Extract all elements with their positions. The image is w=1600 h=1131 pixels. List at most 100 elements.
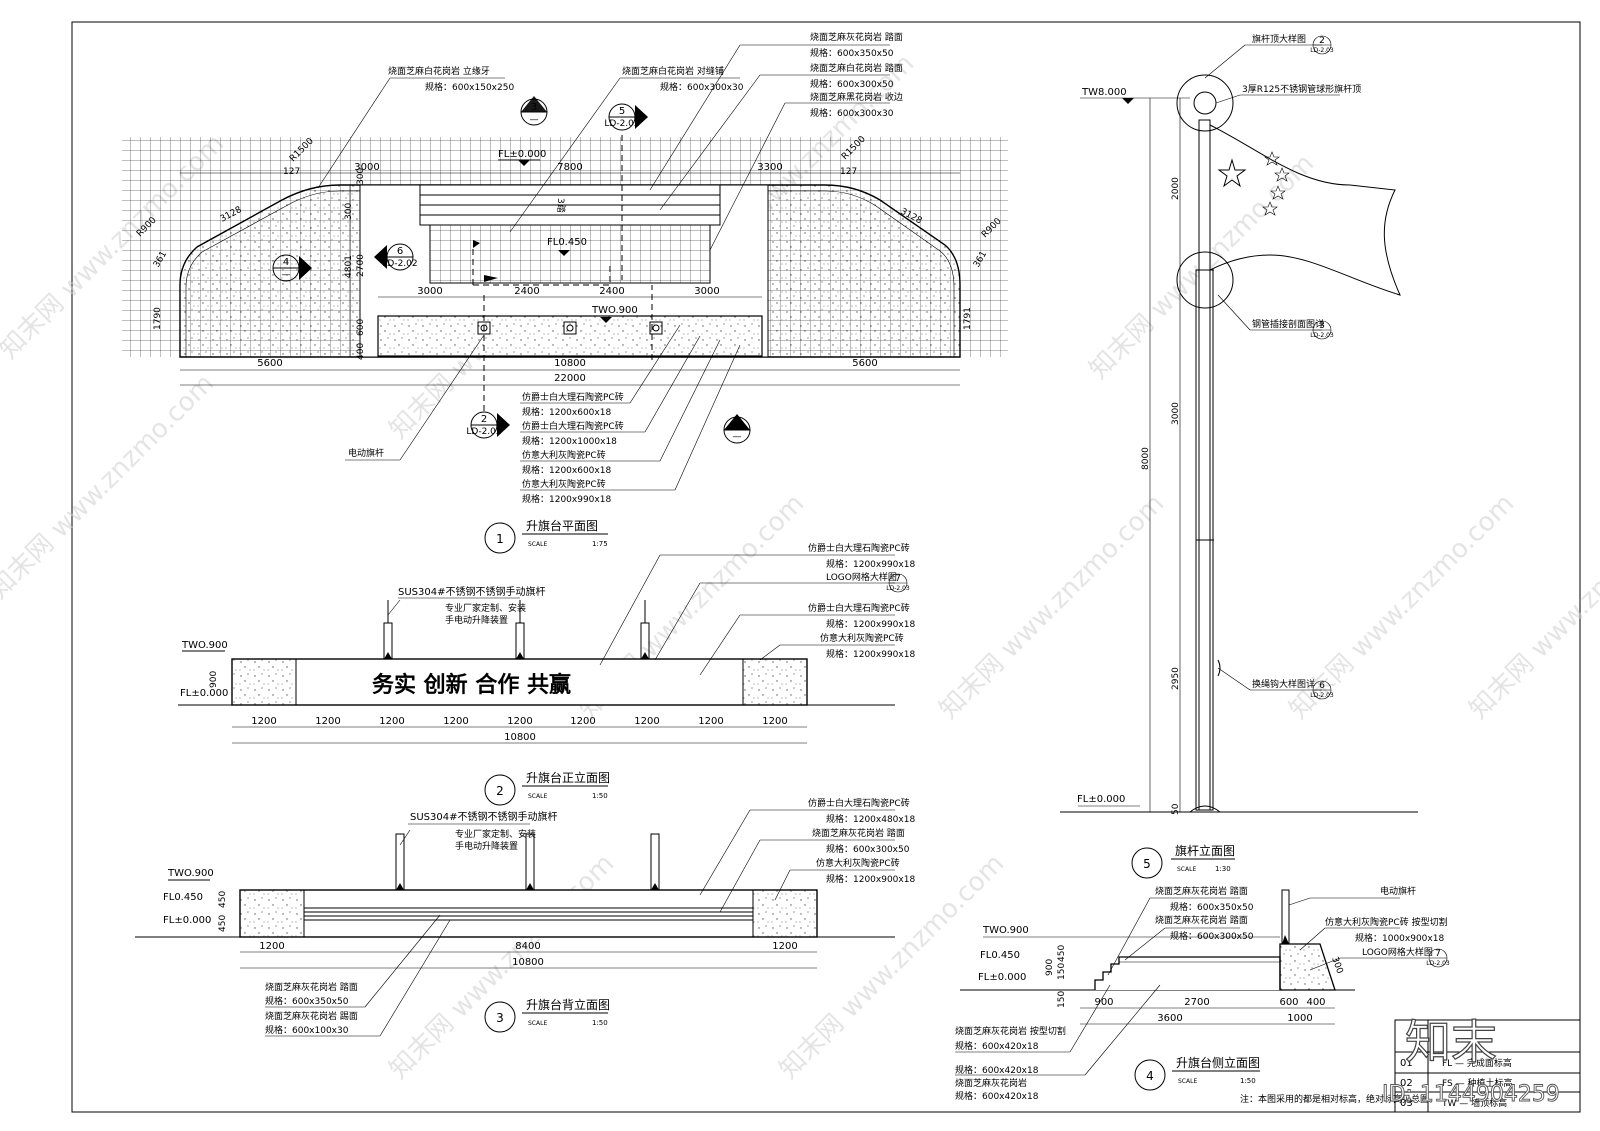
watermark: 知末网 www.znzmo.com [384, 849, 620, 1085]
dim-text: 3踏 [555, 198, 567, 213]
svg-text:—: — [530, 115, 539, 125]
dim-text: 450 [218, 891, 228, 908]
svg-text:LD-2.02: LD-2.02 [604, 119, 639, 129]
drawing-title: 旗杆立面图 [1175, 843, 1235, 858]
dim-text: 2700 [1184, 997, 1209, 1008]
pole-note: SUS304#不锈钢不锈钢手动旗杆 [398, 585, 545, 598]
dim-text: 1200 [251, 716, 276, 727]
dim-text: 2400 [599, 286, 624, 297]
svg-text:LD-2.03: LD-2.03 [1310, 47, 1334, 54]
svg-text:1: 1 [496, 532, 504, 546]
flagpole-shaft [1198, 119, 1211, 811]
dim-text: 1200 [698, 716, 723, 727]
callout: 烧面芝麻灰花岗岩 踏面 [1155, 914, 1248, 926]
dim-text: 3600 [1157, 1013, 1182, 1024]
svg-text:4: 4 [283, 257, 289, 268]
back-elevation: TWO.900 FL0.450 FL±0.000 450 450 1200 84… [135, 797, 915, 1037]
legend-no: 03 [1400, 1098, 1413, 1109]
svg-text:SCALE: SCALE [1177, 866, 1196, 873]
dim-text: 1200 [762, 716, 787, 727]
callout: 仿意大利灰陶瓷PC砖 [820, 632, 904, 644]
callout: 烧面芝麻白花岗岩 立缘牙 [388, 65, 490, 77]
dim-text: 1000 [1287, 1013, 1312, 1024]
brand-id: ID: 1144904259 [1382, 1082, 1560, 1107]
callout: LOGO网格大样图 [826, 571, 897, 583]
svg-text:1:30: 1:30 [1215, 865, 1231, 873]
callout: 仿爵士白大理石陶瓷PC砖 [522, 391, 624, 403]
svg-text:1:50: 1:50 [592, 792, 608, 800]
dim-text: 450 [218, 915, 228, 932]
dim-text: 900 [1045, 959, 1055, 976]
dim-text: 3000 [354, 162, 379, 173]
dim-text: 8400 [515, 941, 540, 952]
callout: 仿意大利灰陶瓷PC砖 按型切割 [1325, 916, 1448, 928]
flagpole-base [652, 324, 660, 332]
flagpole [650, 833, 660, 891]
elev-fl0: FL±0.000 [1077, 794, 1125, 805]
drawing-number [484, 1001, 516, 1033]
callout: 烧面芝麻灰花岗岩 按型切割 [955, 1025, 1066, 1037]
svg-text:1:50: 1:50 [1240, 1077, 1256, 1085]
dim-text: 2400 [514, 286, 539, 297]
dim-text: 1200 [570, 716, 595, 727]
svg-text:SCALE: SCALE [528, 1020, 547, 1027]
dim-text: 1200 [379, 716, 404, 727]
callout: 规格：600x300x30 [810, 107, 894, 119]
svg-text:—: — [733, 432, 742, 442]
callout: 旗杆顶大样图 [1252, 33, 1306, 45]
callout: 烧面芝麻灰花岗岩 踏面 [1155, 885, 1248, 897]
elev-two900: TWO.900 [181, 640, 228, 651]
legend-no: 02 [1400, 1078, 1413, 1089]
note: 手电动升降装置 [445, 614, 508, 626]
callout: 烧面芝麻灰花岗岩 踏面 [810, 31, 903, 43]
dim-text: 1791 [963, 307, 973, 330]
elev-two900: TWO.900 [982, 925, 1029, 936]
flagpole-elevation: TW8.000 FL±0.000 2000 3000 2950 50 8000 … [1060, 33, 1418, 879]
callout: 规格：600x300x50 [1170, 930, 1254, 942]
note: 手电动升降装置 [455, 840, 518, 852]
section-marker: 2 LD-2.02 [466, 411, 510, 439]
callout: 规格：1200x990x18 [826, 648, 915, 660]
brand-logo: 知末 [1405, 1015, 1497, 1069]
drawing-title: 升旗台平面图 [526, 518, 598, 533]
callout: 规格：600x420x18 [955, 1040, 1039, 1052]
drawing-title: 升旗台侧立面图 [1176, 1055, 1260, 1070]
slogan: 务实 创新 合作 共赢 [372, 672, 571, 698]
svg-text:1:75: 1:75 [592, 540, 608, 548]
callout: 规格：600x300x50 [810, 78, 894, 90]
svg-text:4: 4 [1146, 1069, 1154, 1083]
callout: 仿意大利灰陶瓷PC砖 [816, 857, 900, 869]
callout: 规格：600x100x30 [265, 1024, 349, 1036]
section-marker: 4 — [272, 254, 312, 282]
legend-no: 01 [1400, 1058, 1413, 1069]
callout: 规格：600x350x50 [810, 47, 894, 59]
watermark: 知末网 www.znzmo.com [934, 489, 1170, 725]
callout: 仿爵士白大理石陶瓷PC砖 [808, 797, 910, 809]
dim-text: 8000 [1141, 447, 1151, 470]
callout: 钢管插接剖面图详 [1252, 318, 1324, 330]
star-icon [1274, 167, 1290, 182]
dim-text: 2700 [356, 254, 366, 277]
star-icon [1217, 158, 1247, 188]
dim-text: 3300 [757, 162, 782, 173]
dim-text: 3000 [1171, 402, 1181, 425]
elev-fl450: FL0.450 [980, 950, 1020, 961]
svg-text:LD-2.03: LD-2.03 [1426, 960, 1450, 967]
elev-tw8: TW8.000 [1081, 87, 1127, 98]
flagpole [1281, 889, 1290, 945]
side-steps [1094, 956, 1281, 990]
flagpole-label: 电动旗杆 [348, 447, 384, 459]
star-icon [1262, 201, 1278, 216]
dim-text: 3000 [417, 286, 442, 297]
dim-text: 1200 [507, 716, 532, 727]
dim-text: 127 [283, 167, 300, 177]
dim-text: 50 [1171, 803, 1181, 815]
flag [1209, 124, 1401, 296]
svg-text:LD-2.03: LD-2.03 [1310, 692, 1334, 699]
svg-text:6: 6 [1319, 681, 1325, 691]
dim-text: 300 [356, 168, 366, 185]
dim-text: 10800 [504, 732, 536, 743]
callout: LOGO网格大样图 [1362, 946, 1433, 958]
callout: 3厚R125不锈钢管球形旗杆顶 [1242, 83, 1361, 95]
